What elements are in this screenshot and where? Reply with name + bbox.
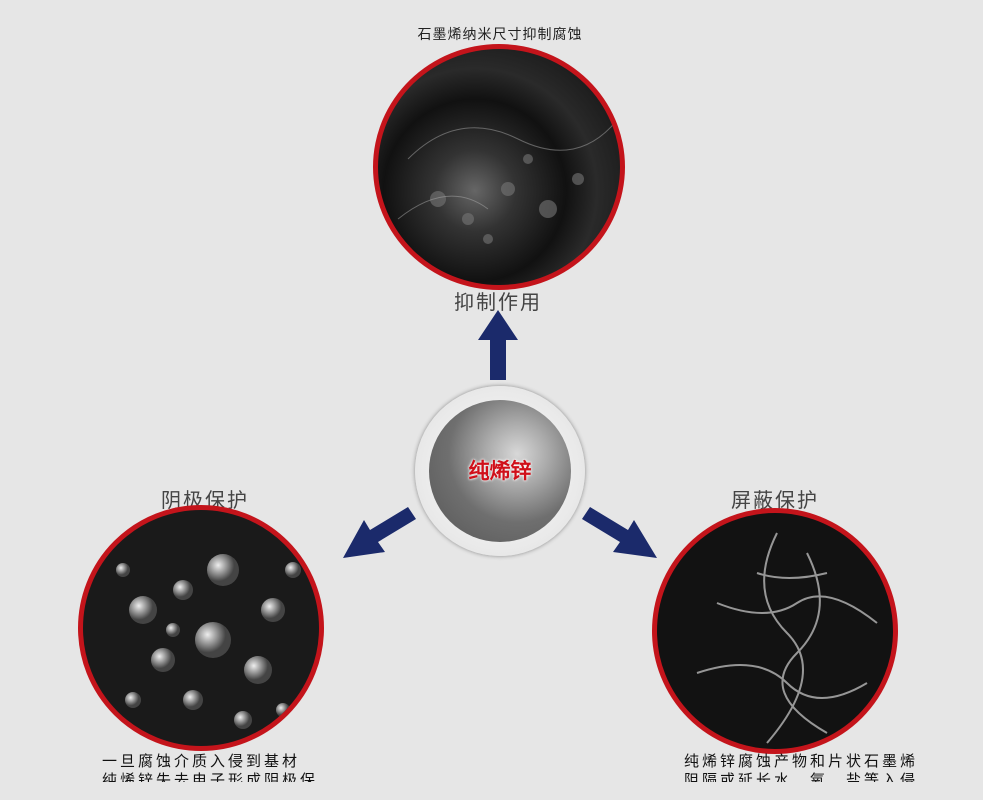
right-caption: 纯烯锌腐蚀产物和片状石墨烯 阻隔或延长水、氧、盐等入侵 <box>684 752 924 782</box>
texture <box>696 532 878 744</box>
arrow-up-icon <box>478 310 518 380</box>
left-caption-line-2: 纯烯锌失去电子形成阴极保护 <box>102 771 319 782</box>
top-sem-image <box>373 44 625 290</box>
left-caption-line-1: 一旦腐蚀介质入侵到基材 <box>102 752 301 770</box>
top-caption: 石墨烯纳米尺寸抑制腐蚀 <box>417 27 583 43</box>
arrow-left-icon <box>343 507 416 558</box>
arrow-right-icon <box>582 507 657 558</box>
right-caption-line-1: 纯烯锌腐蚀产物和片状石墨烯 <box>684 752 919 770</box>
right-caption-line-2: 阻隔或延长水、氧、盐等入侵 <box>684 771 919 782</box>
texture <box>397 118 619 244</box>
left-sem-image <box>78 505 324 751</box>
center-label: 纯烯锌 <box>468 459 532 483</box>
top-label: 抑制作用 <box>454 290 542 314</box>
right-sem-image <box>652 508 898 754</box>
left-caption: 一旦腐蚀介质入侵到基材 纯烯锌失去电子形成阴极保护 <box>102 752 332 782</box>
texture <box>116 554 301 729</box>
center-disc <box>429 400 571 542</box>
